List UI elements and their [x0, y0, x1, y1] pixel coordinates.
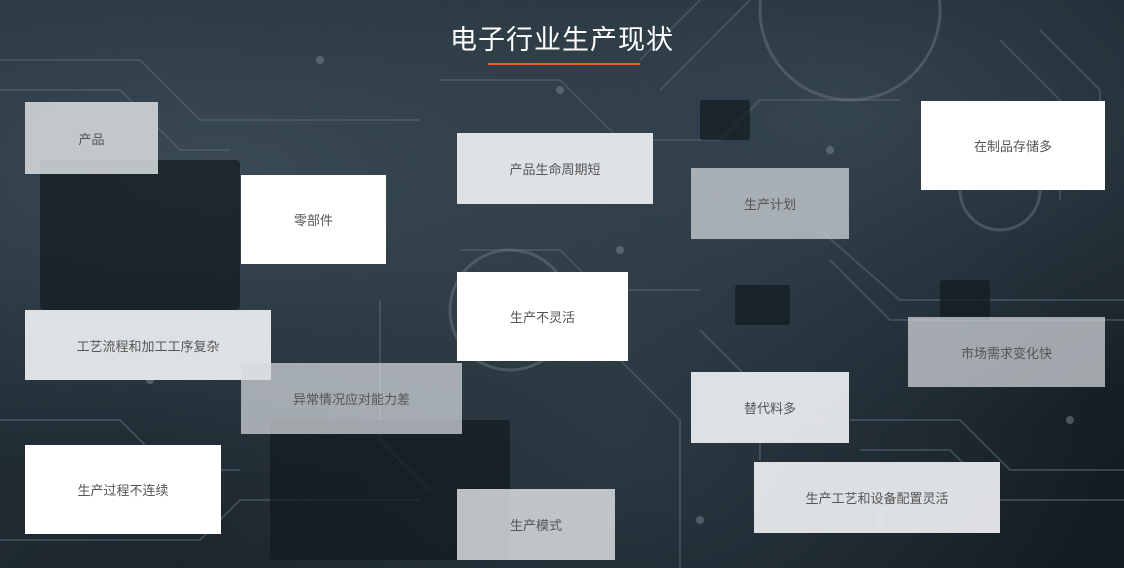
card-label: 在制品存储多 [973, 140, 1052, 155]
card-label: 替代料多 [743, 402, 796, 417]
card-complex-process: 工艺流程和加工工序复杂 [25, 310, 271, 380]
card-market-demand: 市场需求变化快 [908, 317, 1105, 387]
card-components: 零部件 [241, 175, 386, 264]
card-label: 产品生命周期短 [509, 163, 601, 178]
card-wip-inventory: 在制品存储多 [921, 101, 1105, 190]
card-label: 异常情况应对能力差 [292, 393, 410, 408]
card-substitute-materials: 替代料多 [691, 372, 849, 443]
card-label: 生产计划 [743, 198, 796, 213]
card-label: 生产模式 [509, 519, 562, 534]
card-production-plan: 生产计划 [691, 168, 849, 239]
card-product: 产品 [25, 102, 158, 174]
page-title: 电子行业生产现状 [450, 25, 674, 56]
title-underline [488, 63, 640, 65]
card-label: 生产不灵活 [509, 311, 575, 326]
card-label: 生产工艺和设备配置灵活 [805, 492, 949, 507]
card-label: 产品 [78, 132, 105, 148]
card-exception-handling: 异常情况应对能力差 [241, 363, 462, 434]
card-production-mode: 生产模式 [457, 489, 615, 560]
card-inflexible-production: 生产不灵活 [457, 272, 628, 361]
card-label: 零部件 [293, 214, 333, 229]
card-label: 生产过程不连续 [77, 484, 169, 499]
card-discontinuous-process: 生产过程不连续 [25, 445, 221, 534]
card-flexible-equipment: 生产工艺和设备配置灵活 [754, 462, 1000, 533]
card-label: 工艺流程和加工工序复杂 [76, 339, 220, 355]
card-label: 市场需求变化快 [960, 346, 1052, 362]
card-short-lifecycle: 产品生命周期短 [457, 133, 653, 204]
